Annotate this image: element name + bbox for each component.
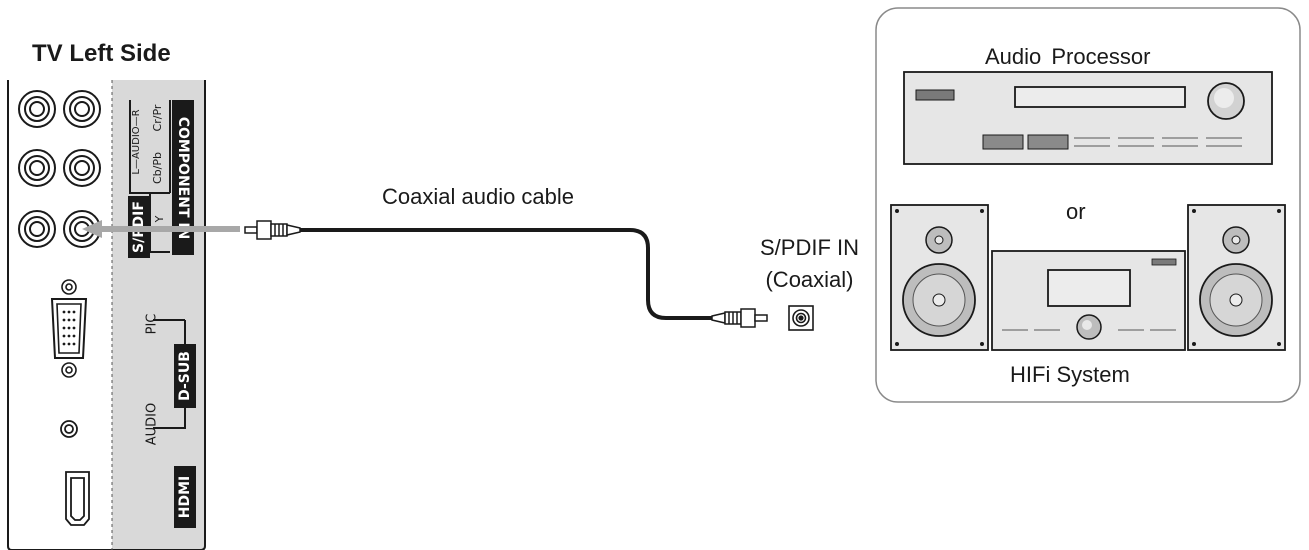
tv-left-side-panel: COMPONENT IN S/PDIF D-SUB HDMI L—AUDIO—R…	[7, 80, 206, 550]
or-label: or	[1066, 199, 1086, 224]
coaxial-cable	[244, 220, 768, 328]
audio-lr-label: L—AUDIO—R	[131, 109, 142, 174]
rca-jack-icon	[18, 90, 101, 248]
cable-label: Coaxial audio cable	[382, 184, 575, 209]
speaker-icon	[890, 204, 989, 351]
hifi-system-label: HIFi System	[1010, 362, 1130, 387]
hdmi-port-icon	[65, 471, 90, 526]
insert-arrow	[82, 220, 240, 238]
audio-processor-label: Audio Processor	[985, 44, 1151, 69]
hdmi-label: HDMI	[177, 476, 193, 518]
vga-port-icon	[50, 279, 88, 378]
dsub-label: D-SUB	[177, 351, 193, 401]
spdif-in-line2: (Coaxial)	[765, 267, 854, 292]
cb-pb-label: Cb/Pb	[151, 152, 164, 184]
pic-label: PIC	[145, 314, 160, 335]
spdif-in-line1: S/PDIF IN	[760, 235, 860, 260]
coaxial-plug-icon	[244, 220, 301, 240]
page-title: TV Left Side	[32, 40, 171, 67]
coaxial-jack-icon	[788, 305, 814, 331]
hifi-unit-icon	[991, 250, 1186, 351]
cr-pr-label: Cr/Pr	[151, 104, 164, 131]
speaker-icon	[1187, 204, 1286, 351]
y-label: Y	[153, 215, 166, 223]
coaxial-plug-icon	[711, 308, 768, 328]
amplifier-icon	[903, 71, 1273, 165]
component-in-label: COMPONENT IN	[175, 117, 191, 240]
audio-label: AUDIO	[145, 403, 160, 446]
audio-jack-icon	[60, 420, 78, 438]
spdif-in-label: S/PDIF IN (Coaxial)	[760, 232, 859, 296]
